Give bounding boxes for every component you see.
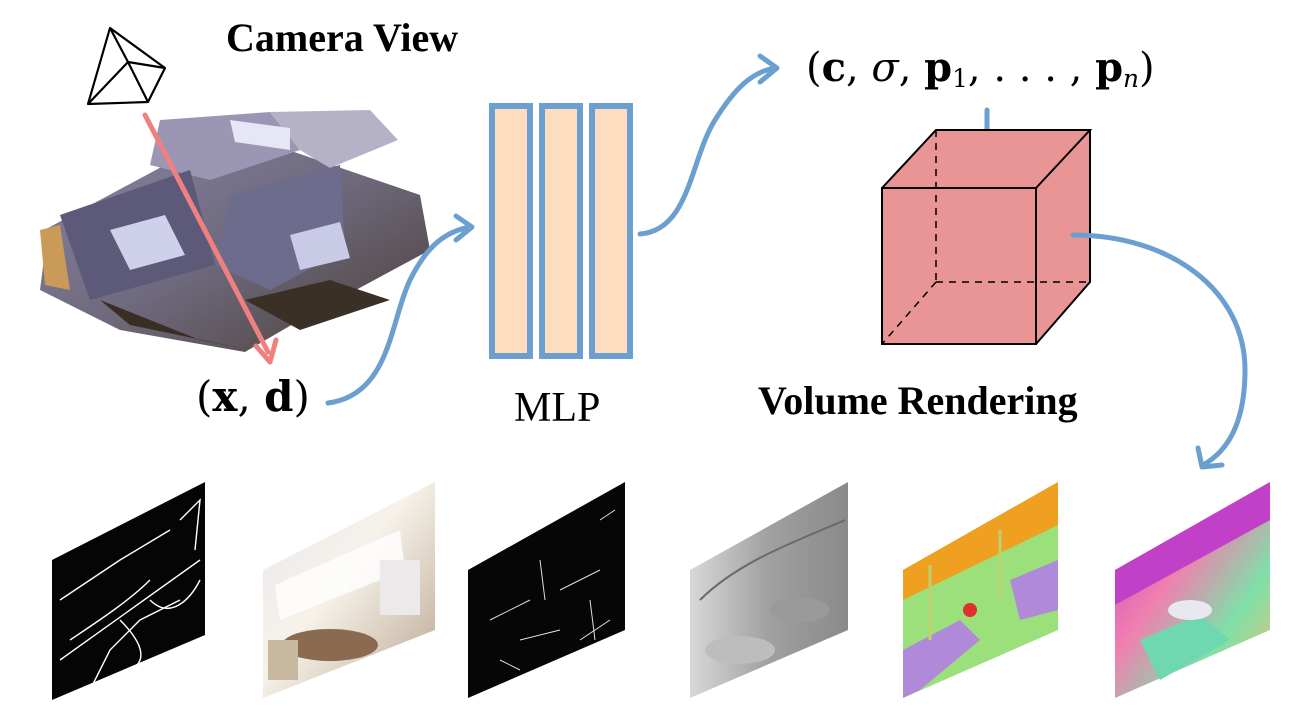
output-map-sparse-edge bbox=[468, 482, 625, 698]
output-map-depth bbox=[690, 482, 848, 698]
input-to-mlp-arrow bbox=[325, 213, 475, 406]
camera-icon bbox=[86, 26, 167, 106]
output-map-normal bbox=[1115, 482, 1270, 698]
volume-rendering-label: Volume Rendering bbox=[758, 378, 1078, 423]
output-map-rgb bbox=[263, 482, 435, 698]
output-tuple-label: (c, σ, p1, . . . , pn) bbox=[806, 44, 1155, 94]
volume-cube bbox=[881, 129, 1093, 345]
cube-to-maps-arrow bbox=[1070, 232, 1248, 470]
room-scene-image bbox=[40, 110, 430, 352]
output-map-semantic bbox=[903, 482, 1058, 698]
mlp-to-output-arrow bbox=[637, 53, 780, 237]
output-map-edge bbox=[52, 482, 205, 700]
input-tuple-label: (x, d) bbox=[196, 372, 310, 421]
mlp-block bbox=[489, 103, 633, 359]
mlp-label: MLP bbox=[514, 385, 601, 431]
camera-ray-arrow bbox=[142, 112, 279, 365]
camera-view-label: Camera View bbox=[226, 15, 459, 60]
